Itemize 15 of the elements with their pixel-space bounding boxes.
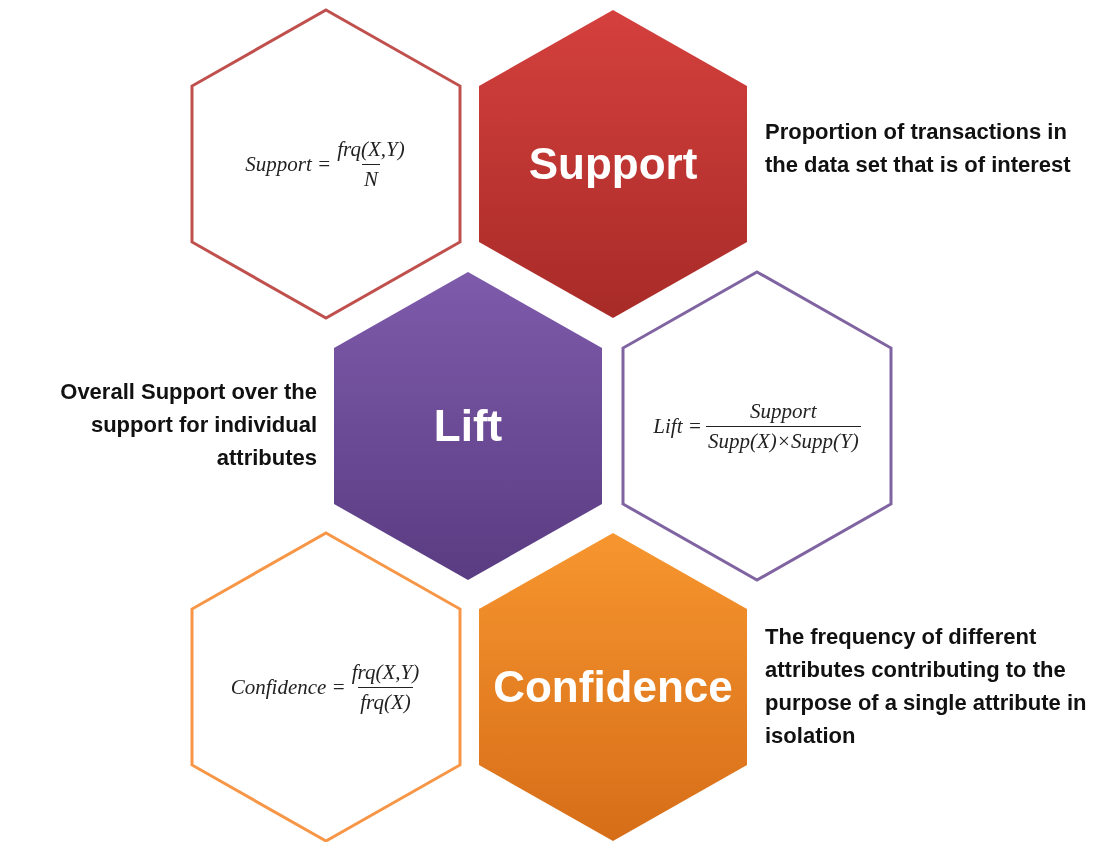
formula-label: Support = xyxy=(245,151,332,177)
description-text: Proportion of transactions in the data set that is of interest xyxy=(765,118,1072,179)
numerator: Support xyxy=(749,398,818,425)
heading: Support xyxy=(528,139,698,189)
numerator: frq(X,Y) xyxy=(336,136,406,163)
denominator: N xyxy=(361,163,380,192)
numerator: frq(X,Y) xyxy=(350,659,421,686)
formula-label: Confidence = xyxy=(230,674,346,700)
description-text: Overall Support over the support for individual attributes xyxy=(59,378,317,472)
denominator: Supp(X)×Supp(Y) xyxy=(705,425,861,454)
denominator: frq(X) xyxy=(358,686,413,715)
description-text: The frequency of different attributes contributing to the purpose of a single attribute in isolation xyxy=(765,623,1088,750)
heading: Lift xyxy=(433,401,503,451)
formula-label: Lift = xyxy=(653,413,702,439)
heading: Confidence xyxy=(493,662,733,712)
